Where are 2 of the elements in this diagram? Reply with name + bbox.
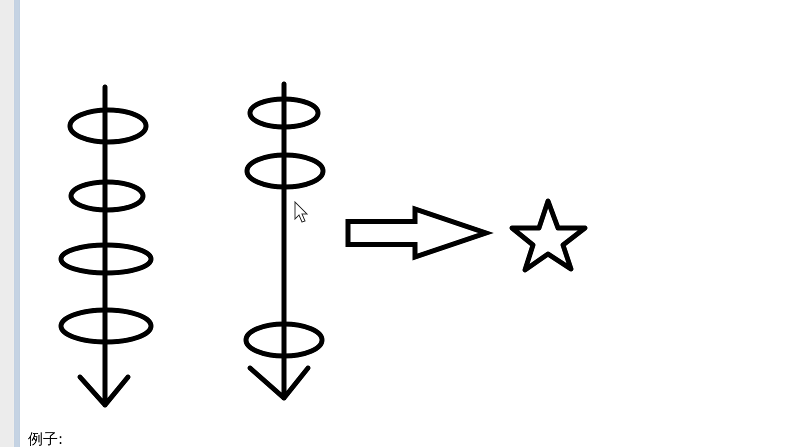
block-arrow (346, 206, 494, 260)
caption-text: 例子: (28, 430, 64, 447)
